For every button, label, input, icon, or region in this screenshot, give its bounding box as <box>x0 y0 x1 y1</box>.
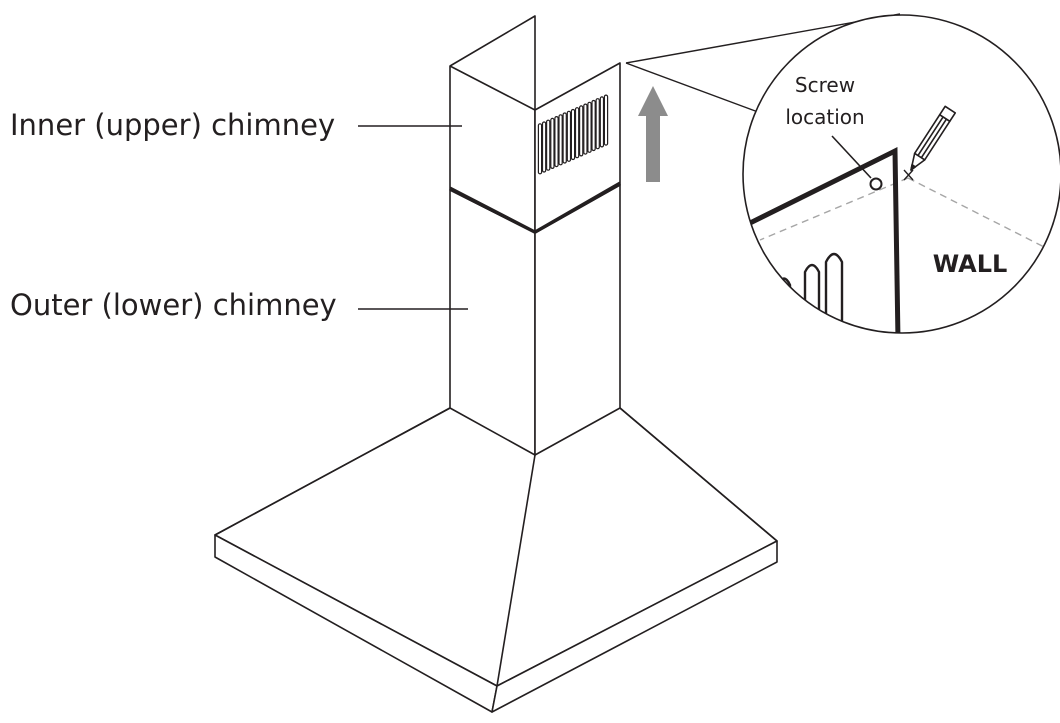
screw-location-label-line2: location <box>785 105 864 129</box>
pencil-icon <box>910 105 957 171</box>
inner-chimney-back-flange <box>449 15 536 110</box>
canopy-ridge-front <box>496 454 536 687</box>
vent-slot <box>562 112 567 164</box>
vent-slot <box>591 99 596 152</box>
callout-circle <box>742 14 1060 334</box>
vent-slot <box>566 110 572 162</box>
zoom-callout: Screw location WALL <box>625 13 1060 334</box>
vent-slot <box>587 101 592 153</box>
outer-chimney <box>449 184 621 456</box>
chimney-corner-outline <box>743 146 901 333</box>
screw-location-label-line1: Screw <box>795 73 855 97</box>
outer-chimney-callout: Outer (lower) chimney <box>10 288 468 322</box>
canopy-rim-right <box>491 540 778 713</box>
chimney-seam <box>449 181 621 234</box>
screw-leader-line <box>831 135 872 179</box>
outer-chimney-label: Outer (lower) chimney <box>10 288 337 322</box>
pencil-mark <box>903 169 914 181</box>
wall-label: WALL <box>933 250 1008 278</box>
vent-slots <box>537 94 609 175</box>
canopy-top-surface <box>214 407 778 687</box>
up-arrow-icon <box>638 86 668 182</box>
vent-slot <box>570 108 576 161</box>
vent-slot <box>545 119 551 171</box>
vent-slot <box>550 117 555 170</box>
canopy-ridge-left <box>214 407 451 536</box>
vent-slot <box>599 96 605 148</box>
vent-slot <box>595 98 600 150</box>
screw-hole-icon <box>869 177 883 191</box>
callout-connector-bottom <box>625 62 759 113</box>
inner-chimney-label: Inner (upper) chimney <box>10 108 335 142</box>
hood-canopy <box>214 407 778 713</box>
vent-slot <box>554 115 559 168</box>
vent-slot <box>537 123 543 175</box>
canopy-ridge-right <box>619 407 778 542</box>
dashed-guides <box>759 177 1060 256</box>
vent-slot <box>578 105 584 157</box>
vent-slot <box>558 114 563 166</box>
vent-slot <box>603 94 609 146</box>
outer-chimney-left-face <box>449 189 536 456</box>
vent-slot <box>541 121 547 173</box>
inner-chimney-callout: Inner (upper) chimney <box>10 108 462 142</box>
vent-slot <box>583 103 588 155</box>
vent-slot <box>574 107 580 159</box>
